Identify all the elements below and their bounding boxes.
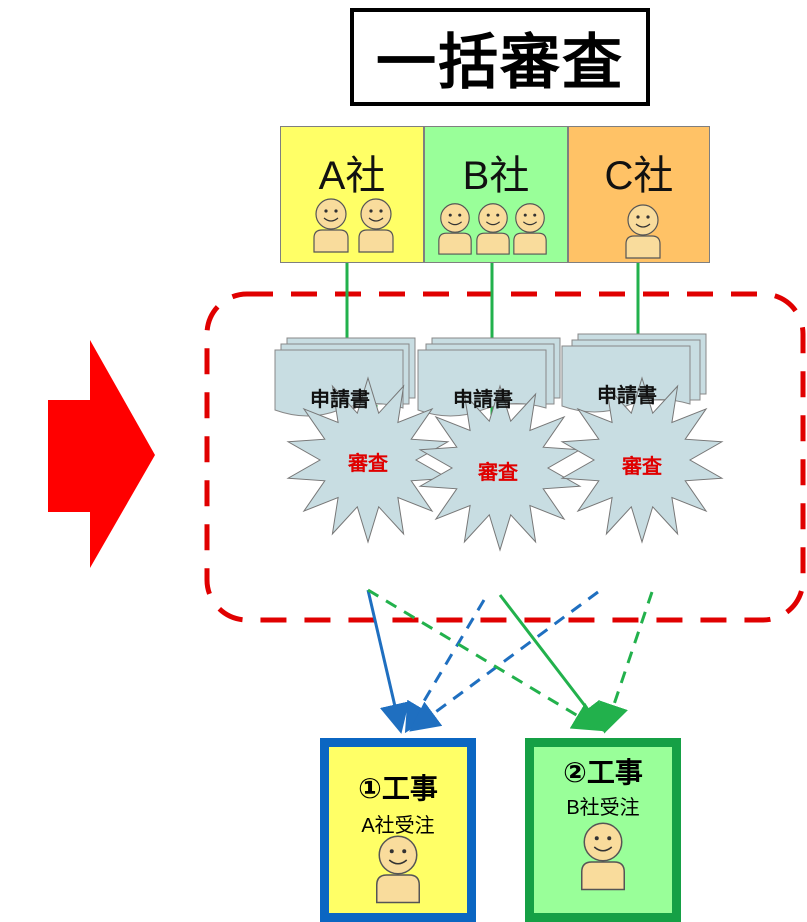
company-name: C社: [604, 154, 674, 198]
work-box-1: ①工事 A社受注: [320, 738, 476, 922]
company-box-a: A社: [280, 126, 424, 263]
review-to-work-lines: [366, 588, 654, 734]
review-burst-1: [286, 376, 450, 544]
review-burst-2: [418, 384, 582, 552]
work-subtitle: A社受注: [361, 815, 435, 837]
company-box-b: B社: [424, 126, 568, 263]
page-title: 一括審査: [350, 8, 650, 106]
work-box-2: ②工事 B社受注: [525, 738, 681, 922]
company-box-c: C社: [568, 126, 710, 263]
review-label: 審査: [478, 460, 518, 484]
work-title: ①工事: [358, 772, 438, 805]
application-label: 申請書: [597, 383, 657, 407]
review-label: 審査: [348, 451, 388, 475]
work-title: ②工事: [563, 756, 643, 789]
company-name: A社: [318, 154, 386, 198]
review-label: 審査: [622, 454, 662, 478]
review-burst-3: [560, 376, 724, 544]
application-label: 申請書: [453, 387, 513, 411]
review-group-boundary: [204, 291, 806, 623]
red-arrow-icon: [48, 340, 155, 568]
work-subtitle: B社受注: [566, 797, 640, 819]
application-label: 申請書: [310, 387, 370, 411]
company-name: B社: [462, 154, 530, 198]
review-bursts: [286, 376, 724, 552]
application-document-3: [561, 333, 707, 413]
